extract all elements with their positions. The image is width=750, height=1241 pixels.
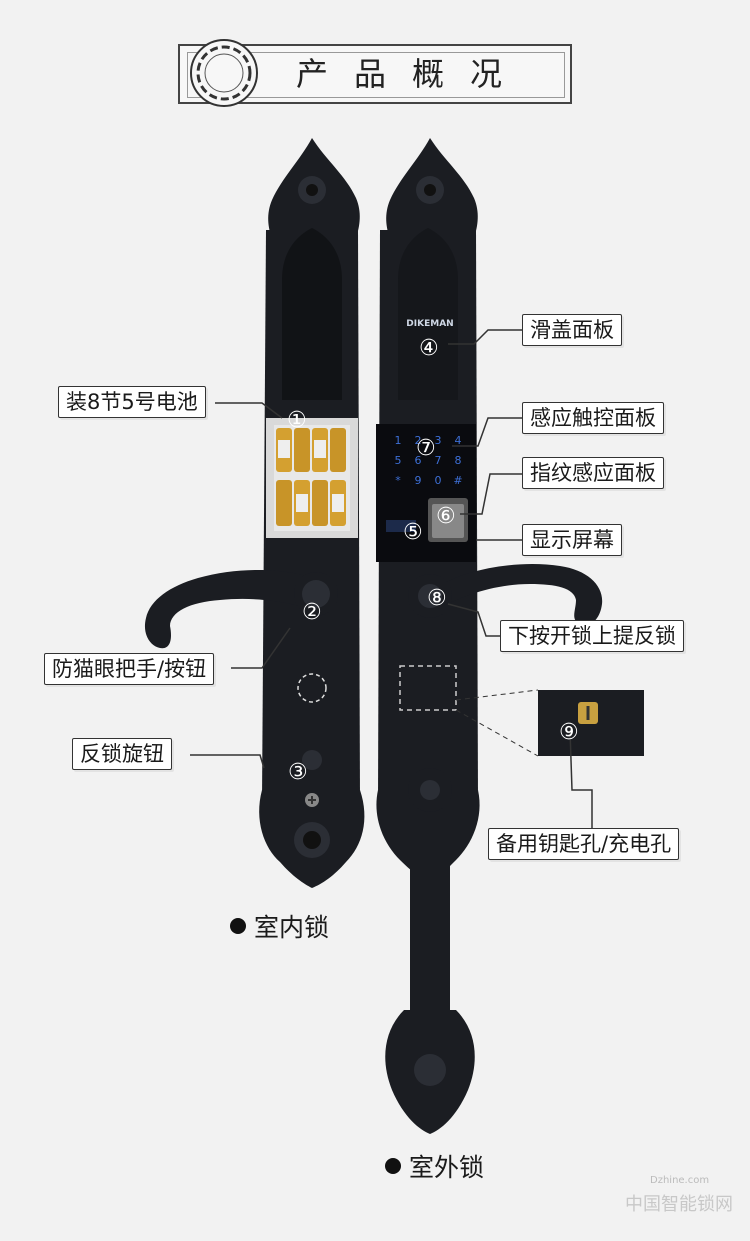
label-slide-cover: 滑盖面板 bbox=[522, 314, 622, 346]
keyhole-closeup-icon bbox=[538, 690, 644, 756]
battery-compartment-icon bbox=[266, 418, 358, 538]
caption-indoor: 室内锁 bbox=[230, 913, 329, 943]
label-key-hole: 备用钥匙孔/充电孔 bbox=[488, 828, 680, 860]
peephole-marker-icon bbox=[297, 673, 327, 703]
bullet-icon bbox=[230, 918, 246, 934]
marker-5: ⑤ bbox=[403, 520, 423, 545]
page-title: 产品概况 bbox=[295, 55, 528, 93]
label-touch-panel: 感应触控面板 bbox=[522, 402, 664, 434]
marker-1: ① bbox=[287, 408, 307, 433]
svg-text:5: 5 bbox=[395, 454, 402, 467]
brand-logo-text: DIKEMAN bbox=[406, 319, 453, 329]
watermark-url: Dzhine.com bbox=[650, 1175, 710, 1186]
marker-3: ③ bbox=[288, 760, 308, 785]
marker-7: ⑦ bbox=[416, 436, 436, 461]
label-handle-button: 防猫眼把手/按钮 bbox=[44, 653, 215, 685]
svg-text:9: 9 bbox=[415, 474, 422, 487]
label-battery: 装8节5号电池 bbox=[58, 386, 206, 418]
svg-text:#: # bbox=[453, 474, 462, 487]
indoor-lock bbox=[144, 138, 365, 888]
caption-outdoor: 室外锁 bbox=[385, 1153, 484, 1183]
svg-text:8: 8 bbox=[455, 454, 462, 467]
svg-text:*: * bbox=[395, 474, 401, 487]
svg-text:1: 1 bbox=[395, 434, 402, 447]
marker-8: ⑧ bbox=[427, 586, 447, 611]
label-press-unlock: 下按开锁上提反锁 bbox=[500, 620, 684, 652]
marker-6: ⑥ bbox=[436, 504, 456, 529]
label-display: 显示屏幕 bbox=[522, 524, 622, 556]
label-fingerprint: 指纹感应面板 bbox=[522, 457, 664, 489]
marker-2: ② bbox=[302, 600, 322, 625]
marker-4: ④ bbox=[419, 336, 439, 361]
header-inner-frame bbox=[187, 52, 565, 98]
watermark-text: 中国智能锁网 bbox=[625, 1194, 733, 1215]
svg-text:4: 4 bbox=[455, 434, 462, 447]
marker-9: ⑨ bbox=[559, 720, 579, 745]
bullet-icon bbox=[385, 1158, 401, 1174]
label-knob: 反锁旋钮 bbox=[72, 738, 172, 770]
svg-text:0: 0 bbox=[435, 474, 442, 487]
